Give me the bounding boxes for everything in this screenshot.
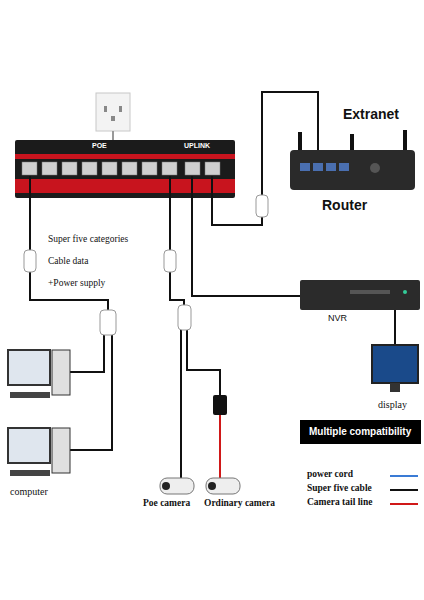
panel-label: UPLINK (184, 142, 210, 150)
power-wire (112, 131, 114, 140)
switch-band (15, 154, 235, 159)
display-monitor (372, 345, 418, 383)
camera-lens (208, 482, 216, 490)
legend-text: power cord (307, 469, 353, 480)
ordinary-camera (206, 478, 240, 494)
device-label: Ordinary camera (204, 498, 275, 509)
router-antenna (350, 134, 354, 152)
cable-note: +Power supply (48, 278, 105, 289)
camera-tail-line (219, 415, 221, 478)
cable-note: Super five categories (48, 234, 128, 245)
computer-tower (52, 350, 70, 395)
device-label: computer (10, 486, 48, 498)
device-label: display (378, 399, 407, 411)
display-stand (390, 383, 400, 392)
router-button (370, 163, 380, 173)
device-label: Extranet (343, 106, 399, 122)
switch-ports (22, 162, 220, 175)
device-label: Router (322, 197, 367, 213)
panel-label: POE (92, 142, 107, 150)
device-label: Poe camera (143, 498, 190, 509)
legend-line (390, 475, 418, 477)
nvr (300, 280, 420, 310)
socket-slot (104, 106, 107, 112)
computer-monitor (8, 428, 50, 463)
camera-lens (162, 482, 170, 490)
note-box: Multiple compatibility (300, 420, 421, 444)
router-antenna (403, 130, 407, 152)
cable-note: Cable data (48, 256, 88, 267)
note-text: Multiple compatibility (309, 426, 412, 438)
legend-text: Camera tail line (307, 497, 372, 508)
cable-splitter (24, 195, 268, 335)
router-antenna (298, 132, 302, 152)
computer-keyboard (10, 470, 50, 476)
computer-keyboard (10, 392, 50, 398)
poe-camera (160, 478, 194, 494)
router (290, 150, 415, 190)
legend-text: Super five cable (307, 483, 372, 494)
wall-socket (96, 93, 130, 131)
power-adapter (213, 395, 227, 415)
device-label: NVR (328, 313, 347, 323)
poe-switch (15, 140, 235, 198)
nvr-led (403, 290, 407, 294)
switch-band (15, 179, 235, 193)
computer-tower (52, 428, 70, 473)
computer-monitor (8, 350, 50, 385)
router-ports (300, 163, 349, 171)
legend-line (390, 503, 418, 505)
socket-slot (119, 106, 122, 112)
legend-line (390, 489, 418, 491)
nvr-slot (350, 290, 390, 294)
socket-slot (111, 116, 115, 121)
